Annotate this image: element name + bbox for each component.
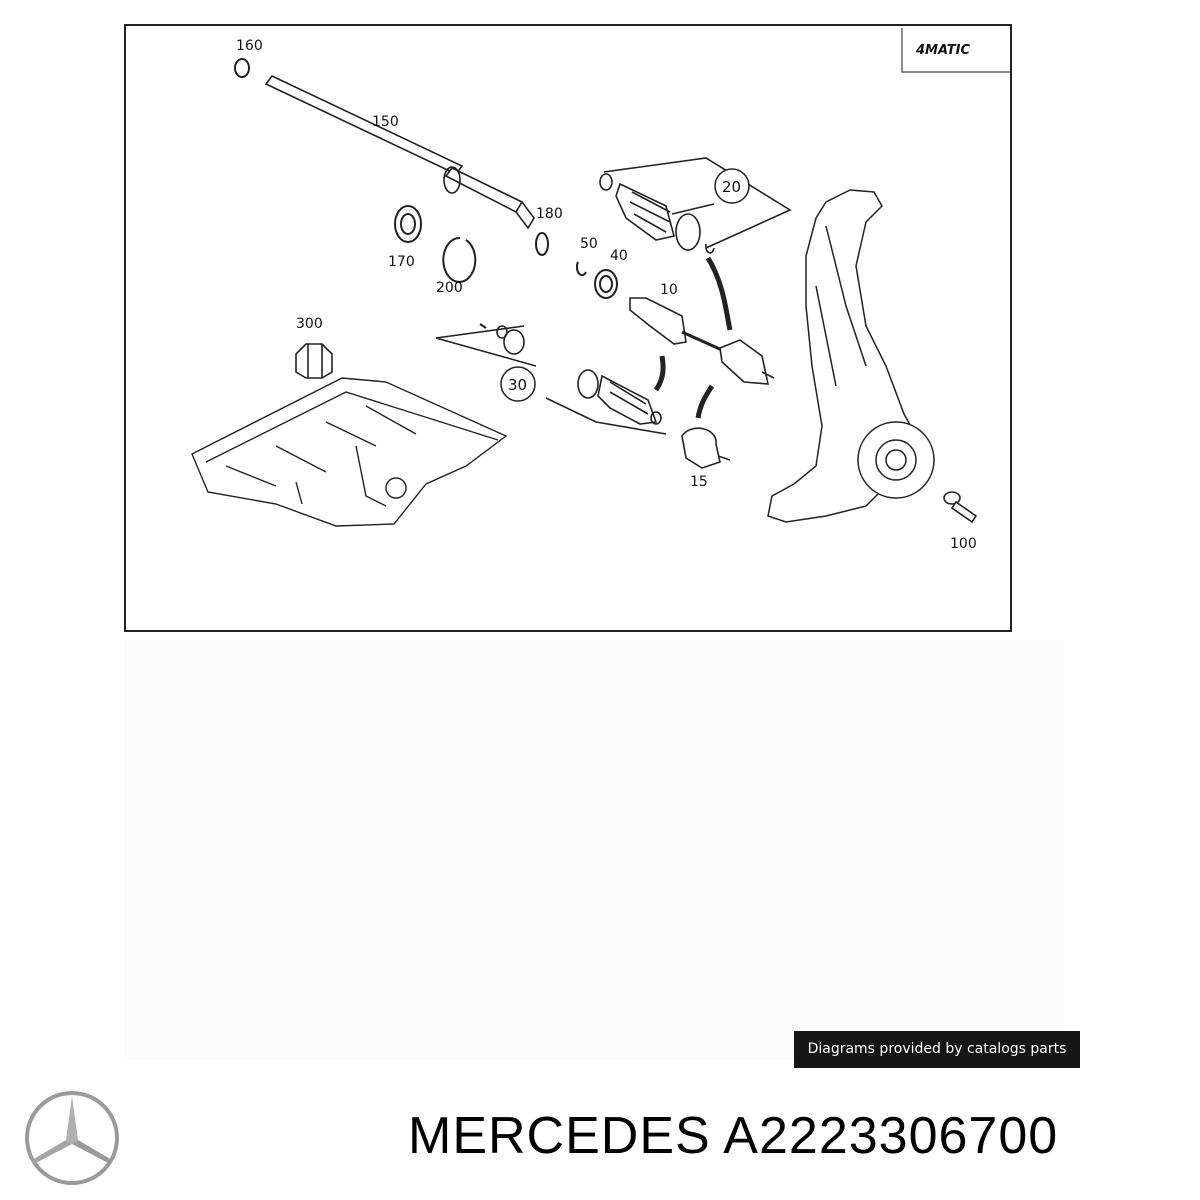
callout-160: 160 <box>236 38 263 54</box>
parts-diagram: 4MATIC 160 150 180 170 200 50 <box>191 28 1010 552</box>
callout-bubble-30 <box>500 366 536 402</box>
callout-300: 300 <box>296 316 323 332</box>
arrow-15-to-10 <box>695 384 715 419</box>
steering-knuckle <box>767 189 935 523</box>
callout-30: 30 <box>508 376 527 394</box>
callout-170: 170 <box>388 254 415 270</box>
brand-name: MERCEDES <box>408 1107 711 1165</box>
callout-50: 50 <box>580 236 598 252</box>
arrow-30-to-10 <box>653 355 666 392</box>
part-10-axle <box>629 297 775 385</box>
callout-100: 100 <box>950 536 977 552</box>
callout-40: 40 <box>610 248 628 264</box>
part-100-bolt <box>943 491 978 524</box>
part-180-clip <box>535 232 549 256</box>
part-20-boot-kit <box>599 157 792 254</box>
part-number: A2223306700 <box>723 1107 1059 1165</box>
part-15-joint <box>681 427 731 469</box>
part-160-ring <box>234 58 250 78</box>
part-title: MERCEDES A2223306700 <box>408 1106 1058 1166</box>
callout-150: 150 <box>372 114 399 130</box>
callout-15: 15 <box>690 474 708 490</box>
arrow-20-to-10 <box>705 256 733 331</box>
part-30-boot-kit <box>435 323 667 435</box>
part-200-circlip <box>442 236 477 283</box>
callout-20: 20 <box>722 178 741 196</box>
credit-banner: Diagrams provided by catalogs parts <box>794 1031 1080 1068</box>
callout-bubble-20 <box>714 168 750 204</box>
callout-180: 180 <box>536 206 563 222</box>
svg-text:4MATIC: 4MATIC <box>915 43 971 58</box>
part-40-seal <box>594 269 618 299</box>
badge-4matic: 4MATIC <box>901 28 1010 73</box>
part-300-nut <box>295 343 333 379</box>
diagram-frame: 4MATIC 160 150 180 170 200 50 <box>124 24 1012 632</box>
callout-200: 200 <box>436 280 463 296</box>
watermark-panel <box>124 640 1064 1060</box>
callout-10: 10 <box>660 282 678 298</box>
part-50-clip <box>575 261 587 277</box>
mercedes-star-logo <box>25 1091 119 1185</box>
oil-pan <box>191 377 508 527</box>
part-170-seal <box>394 205 422 243</box>
part-150-shaft <box>264 74 535 230</box>
